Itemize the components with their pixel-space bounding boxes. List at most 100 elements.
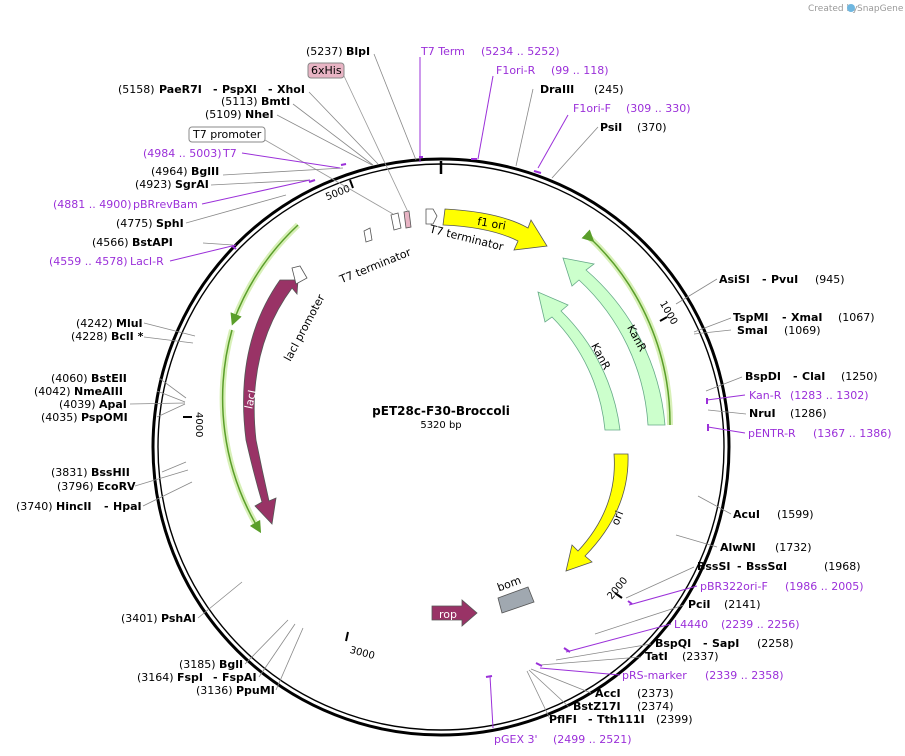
leader-alwni [675, 534, 718, 548]
site-alwni-name: AlwNI [720, 541, 756, 554]
site-bsssi-dash: - [737, 560, 742, 573]
primer-mark-t7 [340, 163, 347, 166]
credit-app: SnapGene [857, 4, 904, 14]
site-bmti-name: BmtI [261, 95, 290, 108]
site-clai-name: ClaI [802, 370, 825, 383]
site-fspi-pos: (3164) [137, 671, 174, 684]
leader-tspmi [693, 317, 732, 333]
leader-pcii [594, 604, 685, 635]
site-fspi-name: FspI [177, 671, 203, 684]
site-hincii-pos: (3740) [16, 500, 53, 513]
leader-ecorv [134, 469, 189, 487]
primer-mark-pgex3 [485, 675, 493, 678]
leader-sgrai [210, 179, 311, 186]
site-mlui-pos: (4242) [76, 317, 113, 330]
primer-mark-pbr322 [627, 600, 633, 605]
leader-bcli [143, 336, 194, 344]
leader-draiii [515, 88, 534, 167]
site-bsshii-pos: (3831) [51, 466, 88, 479]
orf-laci-line [221, 329, 262, 534]
site-bspdi-dash: - [793, 370, 798, 383]
site-pflfi-name: PflFI [549, 713, 577, 726]
site-bstz17i-pos: (2374) [637, 700, 674, 713]
site-sgrai-name: SgrAI [175, 178, 209, 191]
plasmid-length: 5320 bp [420, 420, 461, 431]
site-tati-name: TatI [645, 650, 668, 663]
site-asisi-pos: (945) [815, 273, 845, 286]
primer-mark-lacir [231, 245, 237, 250]
leader-acci [530, 668, 592, 694]
leader-bstapi [202, 242, 234, 246]
primer-pentrr-name: pENTR-R [748, 427, 796, 440]
site-bgli-name: BglI [219, 658, 243, 671]
credit-created-by: Created by [808, 4, 858, 14]
leader-pspomi [156, 403, 186, 418]
site-tth111i-name: Tth111I [597, 713, 645, 726]
tick-label-5000: 5000 [324, 183, 352, 203]
leader-smai [693, 329, 732, 335]
site-bcli-pos: (4228) [71, 330, 108, 343]
site-ecorv-name: EcoRV [97, 480, 136, 493]
primer-marks [231, 156, 709, 678]
site-asisi-name: AsiSI [719, 273, 750, 286]
leader-nhei [276, 114, 373, 166]
site-blpi-name: BlpI [346, 45, 370, 58]
feature-f1ori [442, 208, 548, 251]
primer-pgex3-name: pGEX 3' [494, 733, 538, 746]
t7-promoter-box-label: T7 promoter [192, 128, 262, 141]
site-acci-pos: (2373) [637, 687, 674, 700]
primer-leader-f1orir [477, 75, 494, 160]
site-bsssi-name: BssSI [697, 560, 731, 573]
leader-tati [539, 656, 642, 666]
site-paer7i-dash1: - [213, 83, 218, 96]
feature-kanr-inner [537, 291, 621, 431]
primer-mark-f1orif [533, 170, 542, 174]
feature-laci-promoter [291, 265, 308, 285]
feature-laci-label: lacI [242, 389, 259, 410]
primer-f1orir-name: F1ori-R [496, 64, 536, 77]
primer-pgex3-range: (2499 .. 2521) [553, 733, 632, 746]
site-asisi-dash: - [762, 273, 767, 286]
site-nhei-pos: (5109) [205, 108, 242, 121]
leader-ppumi [275, 627, 304, 691]
leader-bgli [244, 619, 289, 665]
orf-arcs [219, 222, 674, 534]
his-tag-box [307, 62, 345, 79]
feature-rop [431, 599, 478, 627]
site-bspdi-name: BspDI [745, 370, 781, 383]
site-hpai-name: HpaI [113, 500, 142, 513]
leader-pshai [197, 581, 243, 619]
site-pflfi-pos: (2399) [656, 713, 693, 726]
primer-prs-name: pRS-marker [622, 669, 687, 682]
site-pcii-pos: (2141) [724, 598, 761, 611]
site-apai-pos: (4039) [59, 398, 96, 411]
primer-leader-kanr [706, 394, 746, 401]
site-pshai-pos: (3401) [121, 612, 158, 625]
backbone-outer-strand [151, 157, 731, 737]
primer-prs-range: (2339 .. 2358) [705, 669, 784, 682]
feature-t7-terminator-1-label: T7 terminator [337, 245, 413, 286]
site-nrui-name: NruI [749, 407, 776, 420]
primer-leader-lacir [169, 244, 237, 262]
leader-bspqi [555, 643, 652, 661]
site-pvui-name: PvuI [771, 273, 798, 286]
tick-label-1000: 1000 [657, 299, 679, 327]
orf-kanr-line [581, 229, 671, 426]
primer-leader-t7 [241, 152, 341, 169]
feature-his-tag-arrow [403, 210, 412, 229]
feature-ori-label: ori [609, 509, 626, 527]
feature-ori [565, 453, 629, 572]
primer-lacir-name: LacI-R [130, 255, 164, 268]
tick-5000 [349, 179, 354, 189]
leader-lines [129, 53, 747, 720]
site-bspqi-name: BspQI [655, 637, 691, 650]
tick-label-4000: 4000 [193, 412, 204, 437]
features: f1 ori KanR KanR ori bom rop lacI lacI p… [242, 208, 666, 627]
feature-f1ori-label: f1 ori [476, 215, 507, 233]
primer-f1orif-range: (309 .. 330) [626, 102, 691, 115]
site-pspomi-name: PspOMI [81, 411, 128, 424]
site-bcli-name: BclI * [111, 330, 144, 343]
site-bstz17i-name: BstZ17I [573, 700, 621, 713]
primer-mark-prs [535, 662, 543, 667]
site-draiii-name: DraIII [540, 83, 574, 96]
